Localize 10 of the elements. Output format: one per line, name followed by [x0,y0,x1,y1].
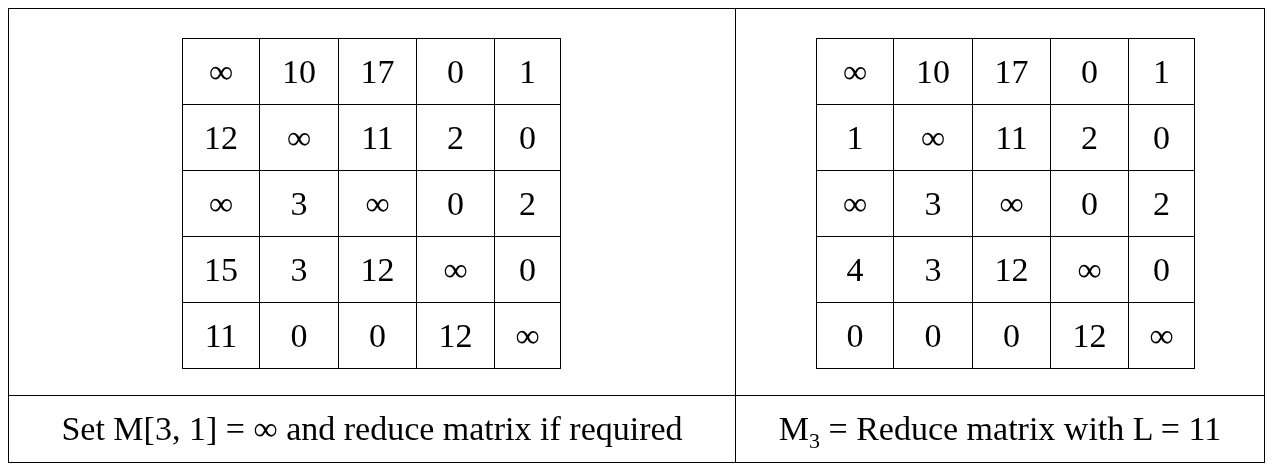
matrix-cell: 1 [1128,38,1195,105]
matrix-cell: 0 [816,302,894,369]
matrix-cell: ∞ [1128,302,1195,369]
matrix-cell: ∞ [182,38,260,105]
caption-text: Set M[3, 1] = ∞ and reduce matrix if required [8,395,736,463]
matrix-cell: ∞ [494,302,561,369]
matrix-cell: 1 [494,38,561,105]
caption-text: M$_{3}$ = Reduce matrix with L = 11 [735,395,1265,463]
matrix-cell: ∞ [816,38,894,105]
matrix-cell: 11 [182,302,260,369]
